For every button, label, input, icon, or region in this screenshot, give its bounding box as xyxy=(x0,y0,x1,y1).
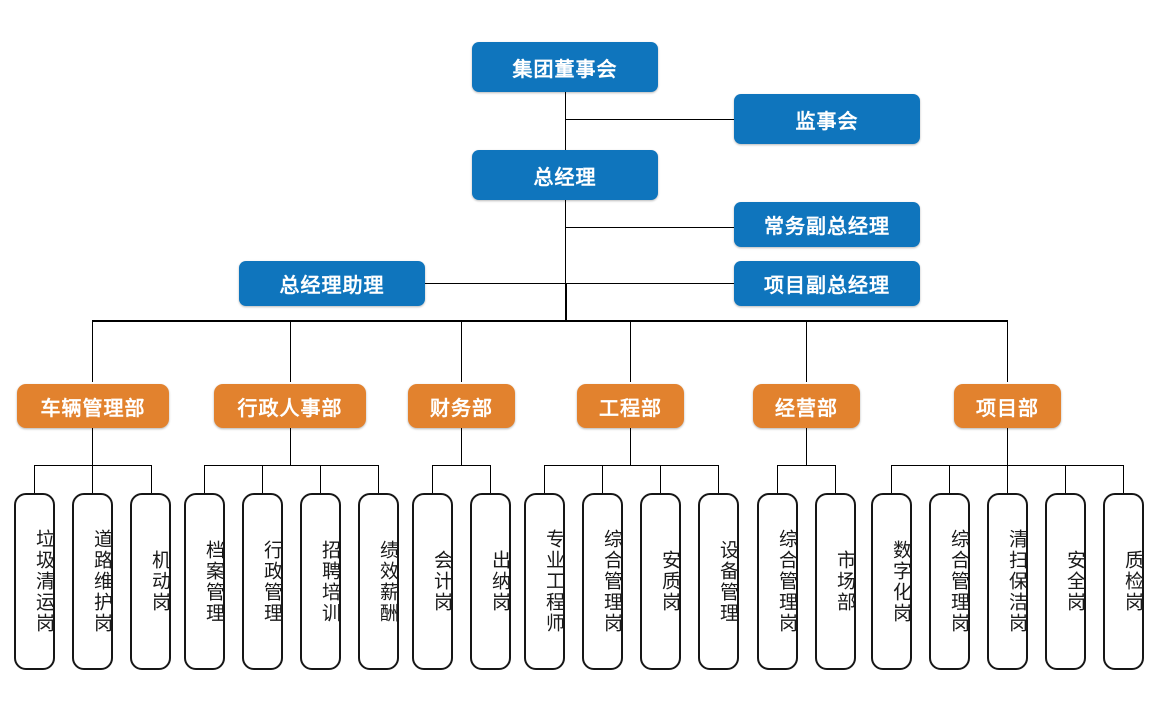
node-post-marketing[interactable]: 市场部 xyxy=(815,493,856,670)
node-department-finance[interactable]: 财务部 xyxy=(408,384,515,428)
node-post-project-general-management[interactable]: 综合管理岗 xyxy=(929,493,970,670)
node-post-administrative-management[interactable]: 行政管理 xyxy=(242,493,283,670)
connector-vehicle-post-1 xyxy=(92,465,93,493)
connector-vehicle-post-2 xyxy=(151,465,152,493)
connector-bus-to-vehicle-management xyxy=(92,320,93,382)
connector-project-stem xyxy=(1007,428,1008,465)
node-supervisory-board[interactable]: 监事会 xyxy=(734,94,920,144)
connector-board-to-gm xyxy=(565,92,566,150)
connector-gm-to-exec-vice xyxy=(565,227,734,228)
node-post-equipment-management[interactable]: 设备管理 xyxy=(698,493,739,670)
connector-admin-post-3 xyxy=(378,465,379,493)
node-post-garbage-transport[interactable]: 垃圾清运岗 xyxy=(14,493,55,670)
node-project-vice-general-manager[interactable]: 项目副总经理 xyxy=(734,261,920,306)
connector-finance-bus xyxy=(432,465,490,466)
node-department-operations[interactable]: 经营部 xyxy=(753,384,860,428)
node-post-performance-compensation[interactable]: 绩效薪酬 xyxy=(358,493,399,670)
connector-bus-to-finance xyxy=(461,320,462,382)
connector-project-post-2 xyxy=(1007,465,1008,493)
connector-project-post-4 xyxy=(1123,465,1124,493)
connector-project-post-3 xyxy=(1065,465,1066,493)
node-post-quality-inspection[interactable]: 质检岗 xyxy=(1103,493,1144,670)
connector-operations-post-1 xyxy=(835,465,836,493)
connector-gm-stem-to-supervisory xyxy=(565,119,734,120)
connector-admin-post-1 xyxy=(262,465,263,493)
connector-gm-to-project-vice xyxy=(565,283,734,284)
connector-bus-to-admin-hr xyxy=(290,320,291,382)
connector-operations-stem xyxy=(806,428,807,465)
node-post-operations-general-management[interactable]: 综合管理岗 xyxy=(757,493,798,670)
connector-finance-stem xyxy=(461,428,462,465)
connector-project-post-1 xyxy=(949,465,950,493)
node-post-road-maintenance[interactable]: 道路维护岗 xyxy=(72,493,113,670)
node-post-accounting[interactable]: 会计岗 xyxy=(412,493,453,670)
node-post-archive-management[interactable]: 档案管理 xyxy=(184,493,225,670)
connector-engineering-post-3 xyxy=(718,465,719,493)
connector-bus-to-operations xyxy=(806,320,807,382)
connector-operations-bus xyxy=(777,465,835,466)
connector-finance-post-1 xyxy=(490,465,491,493)
connector-finance-post-0 xyxy=(432,465,433,493)
connector-vehicle-post-0 xyxy=(34,465,35,493)
node-department-vehicle-management[interactable]: 车辆管理部 xyxy=(17,384,169,428)
node-board[interactable]: 集团董事会 xyxy=(472,42,658,92)
node-post-engineering-general-management[interactable]: 综合管理岗 xyxy=(582,493,623,670)
connector-engineering-post-2 xyxy=(660,465,661,493)
node-post-safety[interactable]: 安全岗 xyxy=(1045,493,1086,670)
connector-gm-stem-down-2 xyxy=(565,227,566,283)
connector-operations-post-0 xyxy=(777,465,778,493)
connector-bus-to-project xyxy=(1007,320,1008,382)
connector-admin-post-2 xyxy=(320,465,321,493)
connector-admin-hr-bus xyxy=(204,465,378,466)
connector-engineering-post-0 xyxy=(544,465,545,493)
connector-project-post-0 xyxy=(891,465,892,493)
node-post-professional-engineer[interactable]: 专业工程师 xyxy=(524,493,565,670)
node-post-cashier[interactable]: 出纳岗 xyxy=(470,493,511,670)
node-post-recruitment-training[interactable]: 招聘培训 xyxy=(300,493,341,670)
connector-gm-stem-to-dept-bus xyxy=(565,283,567,321)
department-bus xyxy=(92,320,1008,322)
connector-admin-post-0 xyxy=(204,465,205,493)
node-post-flexible-duty[interactable]: 机动岗 xyxy=(130,493,171,670)
node-executive-vice-general-manager[interactable]: 常务副总经理 xyxy=(734,202,920,247)
node-department-project[interactable]: 项目部 xyxy=(954,384,1061,428)
connector-bus-to-engineering xyxy=(630,320,631,382)
node-department-engineering[interactable]: 工程部 xyxy=(577,384,684,428)
connector-gm-stem-down xyxy=(565,199,566,227)
node-post-cleaning-sanitation[interactable]: 清扫保洁岗 xyxy=(987,493,1028,670)
node-general-manager[interactable]: 总经理 xyxy=(472,150,658,200)
connector-gm-to-assistant xyxy=(425,283,565,284)
connector-engineering-bus xyxy=(544,465,718,466)
connector-vehicle-management-stem xyxy=(92,428,93,465)
node-general-manager-assistant[interactable]: 总经理助理 xyxy=(239,261,425,306)
node-post-digitalization[interactable]: 数字化岗 xyxy=(871,493,912,670)
connector-admin-hr-stem xyxy=(290,428,291,465)
connector-engineering-stem xyxy=(630,428,631,465)
connector-engineering-post-1 xyxy=(602,465,603,493)
node-department-admin-hr[interactable]: 行政人事部 xyxy=(214,384,366,428)
node-post-safety-quality[interactable]: 安质岗 xyxy=(640,493,681,670)
